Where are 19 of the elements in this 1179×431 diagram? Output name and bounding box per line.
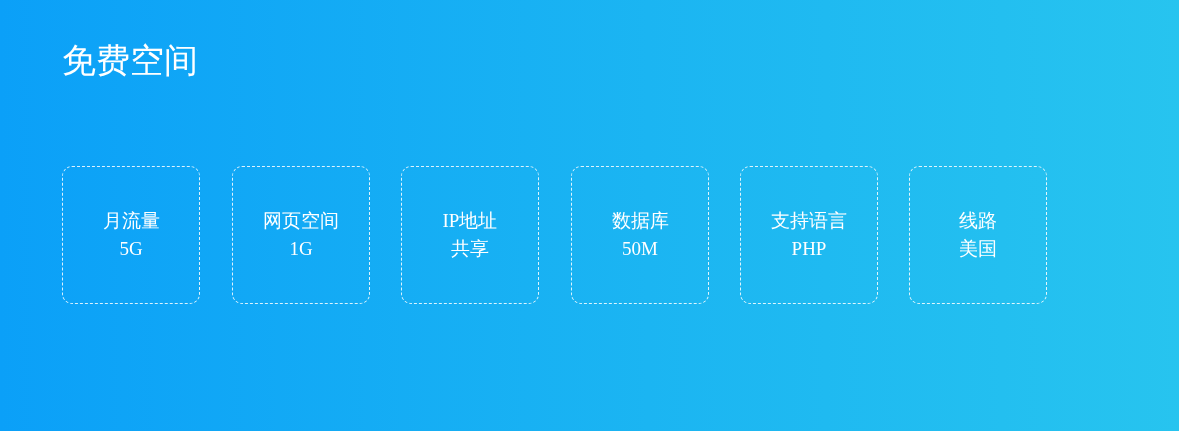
title: 免费空间 bbox=[62, 40, 198, 81]
feature-value: PHP bbox=[791, 237, 827, 261]
feature-card bbox=[401, 166, 539, 304]
feature-name: 网页空间 bbox=[263, 209, 339, 233]
feature-card bbox=[62, 166, 200, 304]
feature-card bbox=[909, 166, 1047, 304]
feature-name: IP地址 bbox=[442, 209, 498, 233]
feature-name: 支持语言 bbox=[771, 209, 847, 233]
feature-value: 美国 bbox=[959, 237, 997, 261]
feature-name: 月流量 bbox=[102, 209, 160, 233]
feature-card bbox=[740, 166, 878, 304]
feature-value: 5G bbox=[119, 237, 143, 261]
feature-card bbox=[232, 166, 370, 304]
feature-value: 共享 bbox=[451, 237, 489, 261]
feature-name: 数据库 bbox=[611, 209, 669, 233]
feature-card bbox=[571, 166, 709, 304]
feature-value: 1G bbox=[289, 237, 313, 261]
feature-value: 50M bbox=[622, 237, 658, 261]
feature-name: 线路 bbox=[959, 209, 997, 233]
